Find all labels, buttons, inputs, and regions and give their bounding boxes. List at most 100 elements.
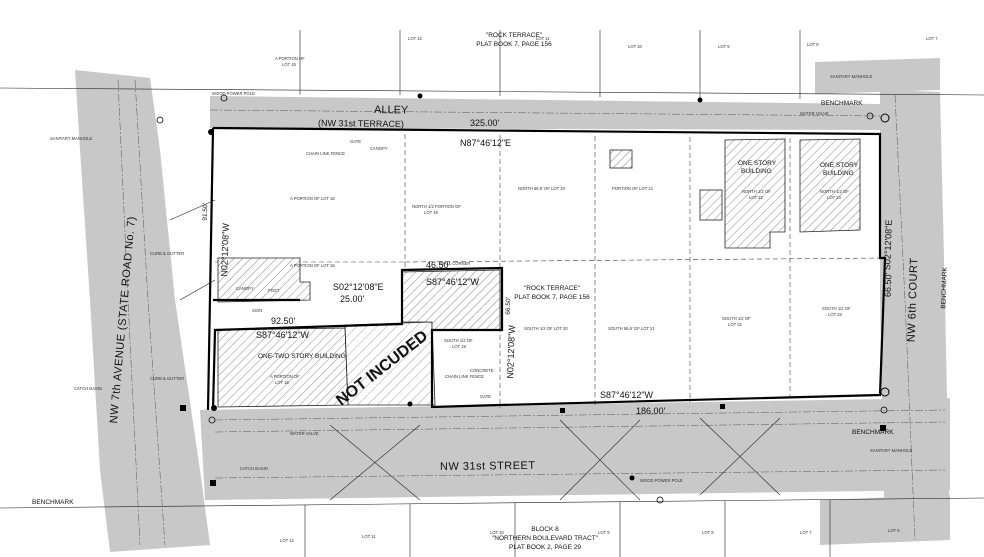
utility-symbols	[156, 93, 890, 504]
alley-sub-label: (NW 31st TERRACE)	[318, 118, 404, 129]
building-west-north	[217, 257, 311, 303]
west-short-distance: 91.50'	[202, 203, 210, 221]
benchmark-sw: BENCHMARK	[32, 499, 74, 506]
benchmark-se: BENCHMARK	[852, 429, 894, 436]
lot20-south-label: SOUTH 1/2 OF LOT 20	[524, 326, 568, 331]
sewer-2: SANITARY MANHOLE	[50, 136, 93, 141]
north-lot-12: LOT 12	[408, 36, 423, 41]
canopy-1: CANOPY	[370, 146, 388, 151]
building-east2-label: ONE STORY	[820, 162, 859, 169]
catch-basin-marker	[210, 480, 216, 486]
lot19-label-b: LOT 19	[424, 210, 439, 215]
lot19-south-label-b: LOT 19	[452, 344, 467, 349]
concrete-1: CONCRETE	[470, 368, 494, 373]
road-areas	[75, 58, 950, 552]
catch-basin-1: CATCH BASIN	[74, 386, 102, 391]
water-valve-2: WATER VALVE	[290, 431, 319, 436]
catch-basin-marker	[880, 425, 886, 431]
center-plat-subtitle: PLAT BOOK 7, PAGE 156	[514, 294, 590, 301]
sewer-1: SANITARY MANHOLE	[830, 74, 873, 79]
sign-1: SIGN	[252, 308, 262, 313]
interior-2-bearing: S87°46'12"W	[256, 330, 310, 340]
lot23-south-label-b: LOT 23	[828, 312, 843, 317]
wood-pole-2: WOOD POWER POLE	[640, 478, 683, 483]
nw-6th-court-label: NW 6th COURT	[906, 257, 921, 342]
north-plat-header: "ROCK TERRACE" PLAT BOOK 7, PAGE 156 LOT…	[275, 32, 938, 67]
lot19-label: NORTH 1/2 PORTION OF	[412, 204, 461, 209]
south-block-label: BLOCK 8	[531, 526, 559, 533]
sewer-3: SANITARY MANHOLE	[870, 448, 913, 453]
west-line-bearing: N02°12'08"W	[219, 222, 231, 276]
north-lot-10: LOT 10	[628, 44, 643, 49]
pole-marker	[629, 475, 635, 481]
lot19-south-label: SOUTH 1/2 OF	[444, 338, 473, 343]
south-lot-10: LOT 10	[490, 530, 505, 535]
manhole-marker	[880, 406, 888, 414]
pole-marker	[407, 401, 413, 407]
alley-road	[210, 96, 880, 130]
lot16a-label: A PORTION OF LOT 16	[290, 196, 335, 201]
north-lot-9: LOT 9	[718, 44, 730, 49]
south-plat-header: BLOCK 8 "NORTHERN BOULEVARD TRACT" PLAT …	[280, 526, 900, 551]
gate-1: GATE	[350, 139, 361, 144]
catch-basin-marker	[560, 408, 565, 413]
south-lot-9: LOT 9	[598, 530, 610, 535]
center-plat-label: "ROCK TERRACE" PLAT BOOK 7, PAGE 156	[514, 285, 590, 301]
east-line-distance: 66.50'	[883, 272, 894, 297]
interior-2-distance: 92.50'	[271, 316, 296, 326]
lot-lines	[0, 30, 984, 557]
lot22-south-label-b: LOT 22	[728, 322, 743, 327]
lot21-south-label: SOUTH 56.6' OF LOT 21	[608, 326, 655, 331]
lot-labels: ONE-TWO STORY BUILDING ONE STORY BUILDIN…	[258, 160, 859, 385]
benchmark-marker	[208, 129, 214, 135]
building-east-1	[724, 138, 786, 249]
north-plat-subtitle: PLAT BOOK 7, PAGE 156	[476, 41, 552, 48]
manhole-marker	[656, 496, 664, 504]
building-east1-label-b: BUILDING	[741, 168, 772, 175]
catch-basin-2: CATCH BASIN	[240, 466, 268, 471]
notch-top-distance: 46.50'	[426, 260, 451, 270]
north-line-bearing: N87°46'12"E	[460, 138, 511, 148]
north-portion-label: A PORTION OF	[275, 56, 305, 61]
pole-marker	[417, 93, 423, 99]
benchmark-e: BENCHMARK	[940, 266, 948, 308]
south-road-fringe	[820, 495, 950, 545]
lot22-south-label: SOUTH 1/2 OF	[722, 316, 751, 321]
north-road-fringe	[815, 58, 940, 94]
building-east-2	[799, 138, 861, 233]
bearings: 325.00' N87°46'12"E N02°12'08"W 91.50' S…	[202, 118, 894, 416]
manhole-marker	[208, 416, 216, 424]
building-east1-label: ONE STORY	[738, 160, 777, 167]
fence-2: CHAIN LINK FENCE	[445, 374, 484, 379]
lot16b-label: A PORTION OF LOT 16	[290, 263, 335, 268]
nw-31st-street-road	[200, 398, 950, 500]
lot23-north-label-b: LOT 23	[827, 195, 842, 200]
south-lot-12: LOT 12	[280, 538, 295, 543]
water-valve-1: WATER VALVE	[800, 111, 829, 116]
catch-basin-marker	[180, 405, 186, 411]
lot16c-label-b: LOT 16	[275, 380, 290, 385]
notch-top-bearing: S87°46'12"W	[426, 277, 480, 287]
curb-1: CURB & GUTTER	[150, 251, 184, 256]
nw-31st-street-label: NW 31st STREET	[440, 460, 536, 473]
south-lot-8: LOT 8	[702, 530, 714, 535]
lot16c-label: A PORTION OF	[270, 374, 300, 379]
notch-side-bearing: N02°12'08"W	[505, 324, 517, 378]
wall-corner: WALL CORNER	[440, 261, 470, 266]
benchmark-marker	[211, 405, 217, 411]
south-tract-label: "NORTHERN BOULEVARD TRACT"	[492, 535, 599, 542]
lot22-north-label: NORTH 1/2 OF	[742, 189, 771, 194]
fence-1: CHAIN LINK FENCE	[306, 151, 345, 156]
south-line-distance: 186.00'	[636, 406, 666, 416]
south-plat-label: PLAT BOOK 2, PAGE 29	[509, 544, 581, 551]
north-lot-7: LOT 7	[926, 36, 938, 41]
south-lot-11: LOT 11	[362, 534, 376, 539]
buildings	[217, 138, 861, 408]
curb-2: CURB & GUTTER	[150, 376, 184, 381]
building-east2-label-b: BUILDING	[823, 170, 854, 177]
interior-1-distance: 25.00'	[340, 294, 365, 304]
building-small-1	[609, 149, 633, 169]
lot22-north-label-b: LOT 22	[749, 195, 764, 200]
gate-2: GATE	[480, 394, 491, 399]
